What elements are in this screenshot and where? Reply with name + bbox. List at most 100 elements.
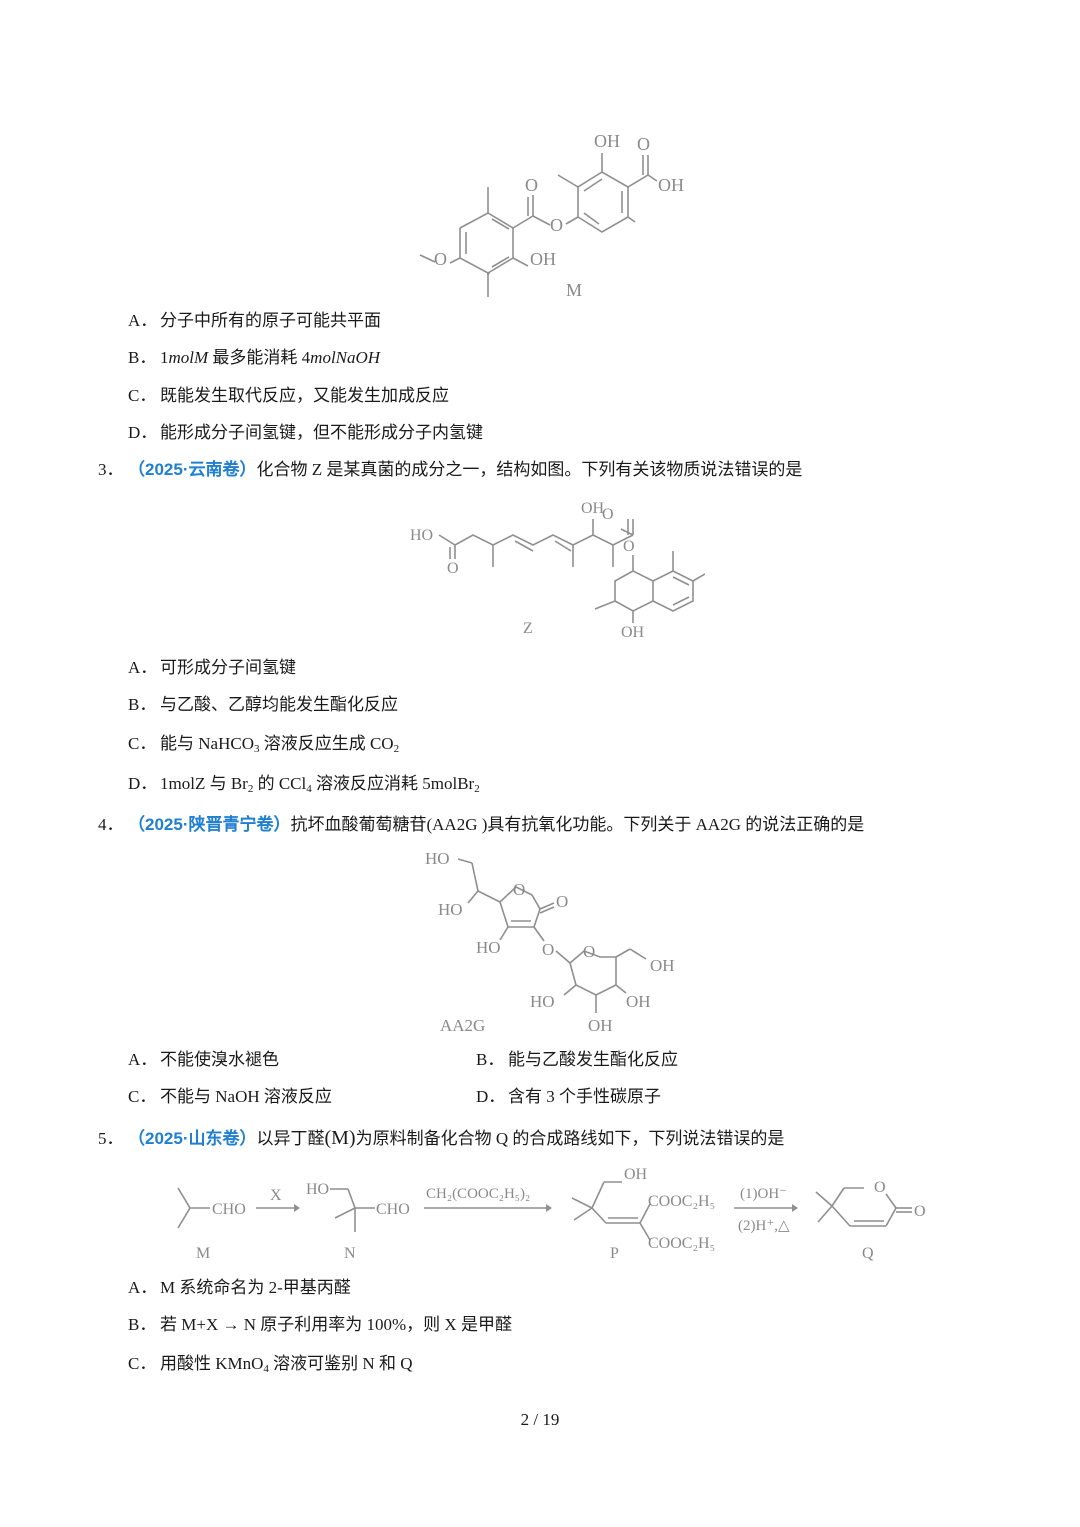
option-text: 能与乙酸发生酯化反应 xyxy=(508,1050,678,1069)
q2-option-b[interactable]: B．1molM 最多能消耗 4molNaOH xyxy=(128,347,380,369)
option-text-part: 的 CCl xyxy=(253,774,307,793)
svg-text:HO: HO xyxy=(438,900,463,919)
question-text: 为原料制备化合物 Q 的合成路线如下，下列说法错误的是 xyxy=(355,1129,785,1148)
question-number: 4． xyxy=(98,815,124,834)
reagent-x-label: X xyxy=(270,1187,282,1204)
acid-o-label: O xyxy=(637,134,650,154)
compound-n-label: N xyxy=(344,1245,356,1262)
svg-text:OH: OH xyxy=(581,500,605,517)
ring-o-label: O xyxy=(874,1179,886,1196)
page-number: 2 / 19 xyxy=(520,1410,560,1429)
question-3-stem: 3．（2025·云南卷）化合物 Z 是某真菌的成分之一，结构如图。下列有关该物质… xyxy=(98,459,802,481)
subscript: 2 xyxy=(247,783,254,795)
option-label: C． xyxy=(128,1354,157,1373)
cho-label: CHO xyxy=(376,1201,410,1218)
svg-text:O: O xyxy=(447,560,459,577)
option-text-part: 1 xyxy=(160,348,169,367)
svg-text:OH: OH xyxy=(650,956,675,975)
option-label: C． xyxy=(128,1087,157,1106)
option-text-part: 能与 NaHCO xyxy=(160,734,254,753)
svg-text:HO: HO xyxy=(530,992,555,1011)
structure-z-diagram: HO O OH O O OH Z xyxy=(410,500,705,641)
option-text: 分子中所有的原子可能共平面 xyxy=(160,311,381,330)
ester-label-2: COOC₂H₅ xyxy=(648,1235,715,1252)
subscript: 3 xyxy=(253,743,260,755)
q3-option-d[interactable]: D．1molZ 与 Br2 的 CCl4 溶液反应消耗 5molBr2 xyxy=(128,773,480,795)
q4-option-c[interactable]: C．不能与 NaOH 溶液反应 xyxy=(128,1086,332,1108)
subscript: 4 xyxy=(306,783,312,795)
option-label: D． xyxy=(128,423,158,442)
question-5-stem: 5．（2025·山东卷）以异丁醛(M)为原料制备化合物 Q 的合成路线如下，下列… xyxy=(98,1127,784,1150)
q3-option-c[interactable]: C．能与 NaHCO3 溶液反应生成 CO2 xyxy=(128,733,399,755)
svg-text:O: O xyxy=(542,940,554,959)
option-text-part: 溶液可鉴别 N 和 Q xyxy=(268,1354,413,1373)
question-text-paren: (M) xyxy=(324,1127,356,1149)
question-number: 3． xyxy=(98,460,124,479)
option-text-part: 溶液反应生成 CO xyxy=(259,734,394,753)
oh-label-3: OH xyxy=(658,175,684,195)
option-text: 若 M+X → N 原子利用率为 100%，则 X 是甲醛 xyxy=(160,1315,512,1334)
oh-label-2: OH xyxy=(594,131,620,151)
reagent-acid-heat-label: (2)H⁺,△ xyxy=(738,1218,790,1234)
question-4-stem: 4．（2025·陕晋青宁卷）抗坏血酸葡萄糖苷(AA2G )具有抗氧化功能。下列关… xyxy=(98,814,864,836)
option-text-part: 1molZ 与 Br xyxy=(160,774,248,793)
ester-label-1: COOC₂H₅ xyxy=(648,1193,715,1210)
svg-text:HO: HO xyxy=(425,849,450,868)
oh-label-1: OH xyxy=(530,249,556,269)
option-text-part: 最多能消耗 4 xyxy=(208,348,311,367)
q4-option-b[interactable]: B．能与乙酸发生酯化反应 xyxy=(476,1049,678,1071)
question-text: 抗坏血酸葡萄糖苷(AA2G )具有抗氧化功能。下列关于 AA2G 的说法正确的是 xyxy=(290,815,865,834)
question-number: 5． xyxy=(98,1129,124,1148)
q2-option-a[interactable]: A．分子中所有的原子可能共平面 xyxy=(128,310,381,332)
reagent-malonate-label: CH₂(COOC₂H₅)₂ xyxy=(426,1186,530,1202)
subscript: 4 xyxy=(263,1363,269,1375)
q3-option-a[interactable]: A．可形成分子间氢键 xyxy=(128,657,296,679)
option-label: C． xyxy=(128,386,157,405)
synthesis-scheme-diagram: CHO M X HO CHO N CH₂(COOC₂H₅)₂ OH COOC₂H… xyxy=(177,1166,926,1262)
option-text: 可形成分子间氢键 xyxy=(160,658,296,677)
option-label: B． xyxy=(128,695,157,714)
oh-label: OH xyxy=(624,1166,648,1183)
svg-text:O: O xyxy=(513,880,525,899)
source-tag: （2025·陕晋青宁卷） xyxy=(128,815,291,834)
svg-text:OH: OH xyxy=(588,1016,613,1035)
option-text: 与乙酸、乙醇均能发生酯化反应 xyxy=(160,695,398,714)
option-label: B． xyxy=(128,1315,157,1334)
source-tag: （2025·山东卷） xyxy=(128,1129,257,1148)
option-text: 既能发生取代反应，又能发生加成反应 xyxy=(160,386,449,405)
subscript: 2 xyxy=(393,743,400,755)
compound-p-label: P xyxy=(610,1245,619,1262)
option-label: C． xyxy=(128,734,157,753)
q2-option-d[interactable]: D．能形成分子间氢键，但不能形成分子内氢键 xyxy=(128,422,483,444)
question-text: 化合物 Z 是某真菌的成分之一，结构如图。下列有关该物质说法错误的是 xyxy=(256,460,803,479)
source-tag: （2025·云南卷） xyxy=(128,460,257,479)
option-text-part: 溶液反应消耗 5molBr xyxy=(311,774,475,793)
question-text: 以异丁醛 xyxy=(256,1129,325,1148)
option-text: 含有 3 个手性碳原子 xyxy=(508,1087,661,1106)
option-label: D． xyxy=(476,1087,506,1106)
q4-option-d[interactable]: D．含有 3 个手性碳原子 xyxy=(476,1086,661,1108)
svg-text:O: O xyxy=(583,942,595,961)
q5-option-b[interactable]: B．若 M+X → N 原子利用率为 100%，则 X 是甲醛 xyxy=(128,1314,512,1336)
svg-text:O: O xyxy=(556,892,568,911)
q5-option-a[interactable]: A．M 系统命名为 2-甲基丙醛 xyxy=(128,1277,351,1299)
q2-option-c[interactable]: C．既能发生取代反应，又能发生加成反应 xyxy=(128,385,449,407)
svg-text:HO: HO xyxy=(410,527,433,544)
structure-aa2g-name: AA2G xyxy=(440,1016,485,1035)
ho-label: HO xyxy=(306,1181,329,1198)
option-text-italic: molNaOH xyxy=(310,348,381,367)
q5-option-c[interactable]: C．用酸性 KMnO4 溶液可鉴别 N 和 Q xyxy=(128,1353,412,1375)
structure-z-name: Z xyxy=(523,620,533,637)
q3-option-b[interactable]: B．与乙酸、乙醇均能发生酯化反应 xyxy=(128,694,398,716)
compound-m-label: M xyxy=(196,1245,210,1262)
svg-text:OH: OH xyxy=(621,624,645,641)
ester-o-label: O xyxy=(550,215,563,235)
svg-text:OH: OH xyxy=(626,992,651,1011)
carbonyl-o-label: O xyxy=(525,175,538,195)
option-label: A． xyxy=(128,658,158,677)
option-label: A． xyxy=(128,311,158,330)
subscript: 2 xyxy=(474,783,480,795)
svg-text:O: O xyxy=(623,538,635,555)
q4-option-a[interactable]: A．不能使溴水褪色 xyxy=(128,1049,279,1071)
option-text: 能形成分子间氢键，但不能形成分子内氢键 xyxy=(160,423,483,442)
